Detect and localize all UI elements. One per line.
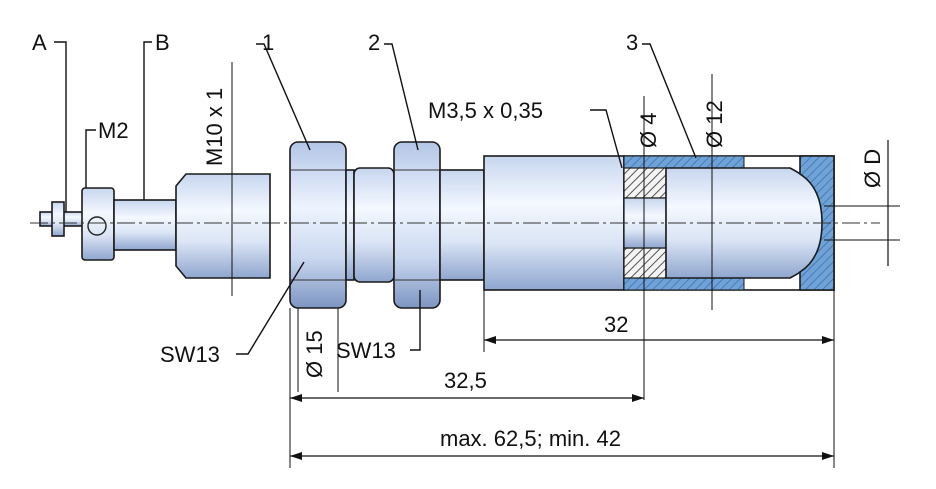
label-part3: 3 <box>626 30 638 55</box>
thread-section <box>175 173 271 279</box>
end-cap <box>799 155 835 291</box>
dimensions: 32 32,5 max. 62,5; min. 42 <box>289 290 835 468</box>
label-dd: Ø D <box>860 149 885 188</box>
label-part2: 2 <box>368 30 380 55</box>
label-d15: Ø 15 <box>302 330 327 378</box>
tip-collar <box>51 201 65 237</box>
hex-nut-2 <box>393 141 441 309</box>
hatch-bottom <box>623 247 667 279</box>
label-d12: Ø 12 <box>702 100 727 148</box>
dim-325-label: 32,5 <box>444 368 487 393</box>
rod <box>113 199 177 251</box>
dim-32-label: 32 <box>604 312 628 337</box>
plunger-body <box>39 141 835 309</box>
m2-head <box>81 187 115 261</box>
label-a: A <box>32 30 47 55</box>
label-m35: M3,5 x 0,35 <box>428 98 543 123</box>
m2-hole <box>87 216 107 236</box>
hex-nut-1 <box>289 141 347 309</box>
label-sw13-right: SW13 <box>336 338 396 363</box>
label-d4: Ø 4 <box>636 113 661 148</box>
dim-max-label: max. 62,5; min. 42 <box>440 426 621 451</box>
label-part1: 1 <box>262 30 274 55</box>
labels: A B M2 M10 x 1 1 2 3 M3,5 x 0,35 Ø 4 Ø 1… <box>32 30 900 400</box>
middle-body <box>353 167 395 283</box>
label-b: B <box>155 30 170 55</box>
label-sw13-left: SW13 <box>160 342 220 367</box>
label-m2: M2 <box>98 118 129 143</box>
label-m10: M10 x 1 <box>202 88 227 166</box>
hatch-top <box>623 167 667 199</box>
